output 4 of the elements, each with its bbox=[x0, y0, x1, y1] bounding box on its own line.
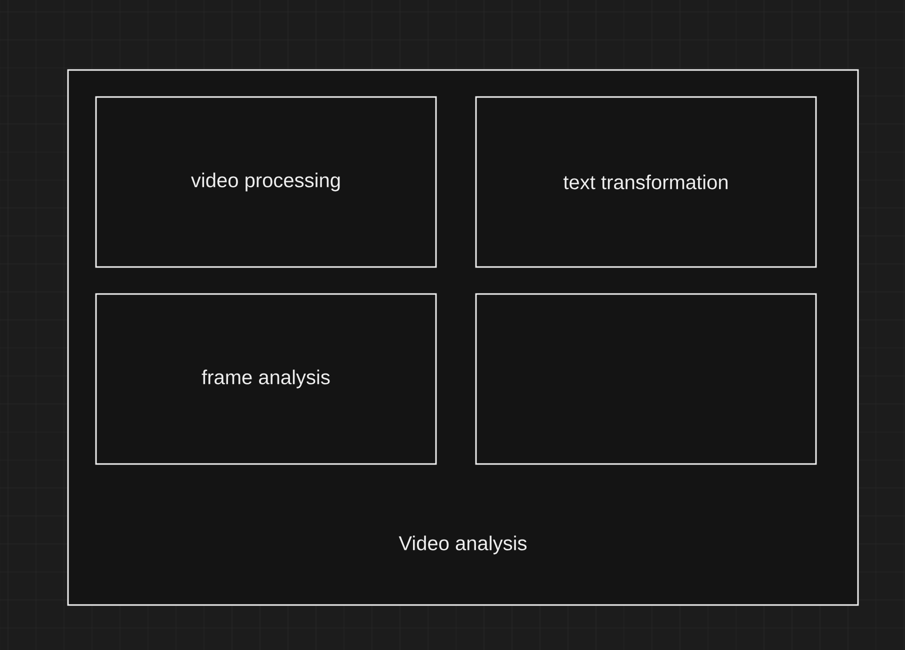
process-box: text transformation bbox=[475, 96, 817, 268]
process-box bbox=[475, 293, 817, 465]
process-box: frame analysis bbox=[95, 293, 437, 465]
process-box: video processing bbox=[95, 96, 437, 268]
